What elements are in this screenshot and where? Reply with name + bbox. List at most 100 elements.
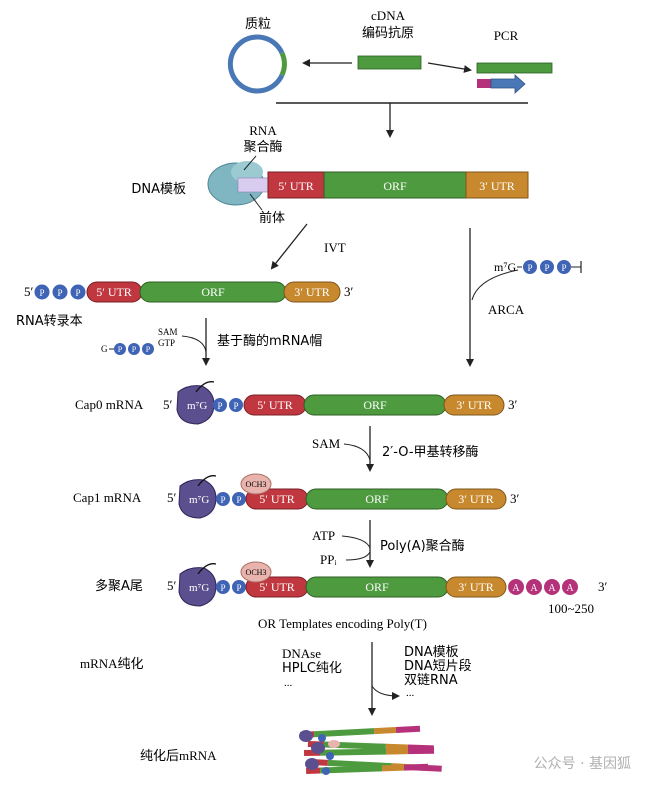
watermark: 公众号 · 基因狐: [533, 756, 631, 772]
dna-template-label: DNA模板: [131, 182, 186, 197]
template-utr3: [465, 171, 529, 199]
phosphate-icon: [216, 492, 230, 506]
polya-range-label: 100~250: [548, 601, 594, 616]
svg-text:3′: 3′: [508, 397, 518, 412]
purified-mrna-pile: [299, 725, 442, 775]
cap0-label: Cap0 mRNA: [75, 397, 144, 412]
purification-label: mRNA纯化: [80, 656, 144, 671]
cdna-label-1: cDNA: [371, 8, 406, 23]
arrow-to-pcr: [427, 62, 472, 73]
plasmid-label: 质粒: [245, 17, 271, 32]
precursor-pointer: [249, 193, 263, 211]
svg-text:5′: 5′: [167, 578, 177, 593]
phosphate-icon: [232, 492, 246, 506]
svg-text:P: P: [561, 263, 566, 273]
cap0-phosphates: P P: [213, 398, 243, 412]
transcript-3prime: 3′: [344, 284, 354, 299]
svg-text:P: P: [220, 583, 225, 593]
phosphate-icon: [52, 284, 68, 300]
svg-text:P: P: [236, 583, 241, 593]
polya-label: 多聚A尾: [95, 578, 143, 594]
precursor-label: 前体: [259, 210, 285, 226]
cap1-phosphates: P P: [216, 492, 246, 506]
svg-text:3′ UTR: 3′ UTR: [458, 492, 494, 506]
phosphate-icon: [523, 260, 537, 274]
pcr-primer-bar: [477, 79, 491, 88]
transcript-phosphates: P P P: [34, 284, 86, 300]
dnase-label: DNAse: [282, 646, 321, 661]
transcript-label: RNA转录本: [16, 314, 83, 329]
removed-fragments-label: DNA短片段: [404, 659, 472, 674]
svg-text:P: P: [75, 288, 80, 298]
pcr-label: PCR: [494, 28, 519, 43]
cdna-gene-bar: [357, 55, 422, 70]
svg-text:P: P: [217, 401, 222, 411]
template-utr5: [267, 171, 325, 199]
gtp-label: GTP: [158, 338, 175, 348]
polya-cap-protein-icon: [178, 563, 217, 607]
phosphate-icon: [114, 343, 126, 355]
gtp-g-label: G: [101, 344, 108, 354]
svg-text:P: P: [118, 345, 123, 354]
svg-text:A: A: [530, 583, 538, 594]
cap1-utr3: [445, 488, 507, 510]
polya-phosphates: P P: [216, 580, 246, 594]
svg-text:P: P: [220, 495, 225, 505]
phosphate-icon: [229, 398, 243, 412]
adenine-icon: [562, 579, 578, 595]
polyt-template-label: OR Templates encoding Poly(T): [258, 616, 427, 631]
phosphate-icon: [232, 580, 246, 594]
polya-och3-icon: [240, 561, 272, 583]
transcript-utr3-label: 3′ UTR: [294, 285, 330, 299]
removed-dsrna-label: 双链RNA: [404, 673, 458, 688]
removed-template-label: DNA模板: [404, 645, 459, 660]
cap1-och3-label: OCH3: [246, 480, 267, 489]
rna-polymerase-icon: [207, 161, 269, 206]
arca-phosphates: P P P: [523, 260, 582, 274]
methyltransferase-label: 2′-O-甲基转移酶: [382, 444, 479, 460]
svg-text:5′: 5′: [167, 490, 177, 505]
svg-text:3′ UTR: 3′ UTR: [458, 580, 494, 594]
svg-text:P: P: [544, 263, 549, 273]
arca-cap-label: m⁷G: [494, 260, 517, 274]
cap0-sam-label: SAM: [312, 436, 341, 451]
pcr-arrow-icon: [490, 74, 526, 94]
svg-text:P: P: [132, 345, 137, 354]
phosphate-icon: [213, 398, 227, 412]
svg-text:ORF: ORF: [365, 492, 389, 506]
phosphate-icon: [128, 343, 140, 355]
svg-text:A: A: [512, 583, 520, 594]
transcript-utr5-label: 5′ UTR: [96, 285, 132, 299]
phosphate-icon: [557, 260, 571, 274]
rna-pol-pointer: [243, 155, 257, 171]
polya-utr3: [445, 576, 507, 598]
svg-text:5′ UTR: 5′ UTR: [257, 398, 293, 412]
sam-label-top: SAM: [158, 327, 178, 337]
svg-text:P: P: [527, 263, 532, 273]
polya-enzyme-label: Poly(A)聚合酶: [380, 538, 465, 554]
phosphate-icon: [142, 343, 154, 355]
ivt-arrow: [270, 223, 308, 270]
arca-join-curve: [471, 269, 519, 301]
cap1-cap-protein-icon: [178, 475, 217, 519]
left-ellipsis: ...: [284, 677, 293, 689]
svg-text:ORF: ORF: [363, 398, 387, 412]
ivt-label: IVT: [324, 240, 346, 255]
svg-text:P: P: [57, 288, 62, 298]
cap0-cap-label: m⁷G: [187, 400, 207, 412]
pcr-product-bar: [476, 62, 553, 74]
svg-text:5′ UTR: 5′ UTR: [259, 492, 295, 506]
cap0-utr3: [443, 394, 505, 416]
transcript-5prime: 5′: [24, 284, 34, 299]
hplc-label: HPLC纯化: [282, 661, 342, 676]
template-orf-label: ORF: [383, 179, 407, 193]
svg-text:3′: 3′: [510, 491, 520, 506]
enzyme-cap-label: 基于酶的mRNA帽: [217, 333, 322, 349]
phosphate-icon: [70, 284, 86, 300]
adenine-icon: [544, 579, 560, 595]
phosphate-icon: [540, 260, 554, 274]
rna-pol-label-1: RNA: [249, 123, 277, 138]
svg-text:3′: 3′: [598, 579, 608, 594]
